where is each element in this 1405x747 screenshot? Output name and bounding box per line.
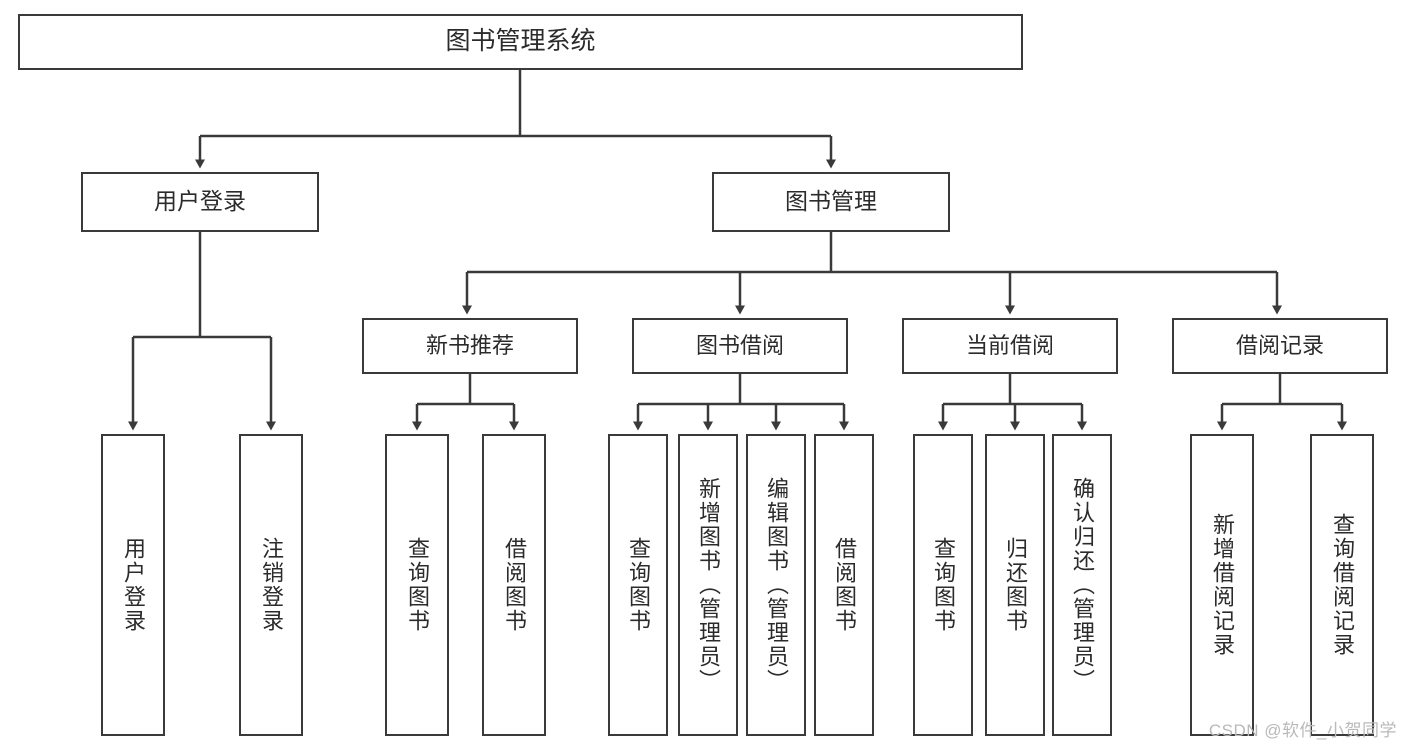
node-label: 查询图书 [626,537,651,633]
node-label: 图书管理 [785,188,877,215]
node-c1[interactable]: 查询图书 [913,434,973,736]
node-label: 新增图书（管理员） [696,477,721,693]
node-r2[interactable]: 查询借阅记录 [1310,434,1374,736]
node-label: 图书管理系统 [445,27,596,56]
node-label: 新增借阅记录 [1210,513,1235,657]
node-label: 归还图书 [1003,537,1028,633]
node-l2[interactable]: 注销登录 [239,434,303,736]
node-label: 查询图书 [405,537,430,633]
node-label: 编辑图书（管理员） [764,477,789,693]
node-label: 借阅图书 [502,537,527,633]
node-borrow[interactable]: 图书借阅 [632,318,848,374]
node-c2[interactable]: 归还图书 [985,434,1045,736]
node-label: 注销登录 [259,537,284,633]
node-label: 用户登录 [121,537,146,633]
node-n1[interactable]: 查询图书 [385,434,449,736]
node-newbook[interactable]: 新书推荐 [362,318,578,374]
node-b2[interactable]: 新增图书（管理员） [678,434,738,736]
node-b1[interactable]: 查询图书 [608,434,668,736]
node-bookmgr[interactable]: 图书管理 [712,172,950,232]
node-b4[interactable]: 借阅图书 [814,434,874,736]
node-r1[interactable]: 新增借阅记录 [1190,434,1254,736]
node-c3[interactable]: 确认归还（管理员） [1052,434,1112,736]
node-label: 图书借阅 [695,333,784,359]
node-root[interactable]: 图书管理系统 [18,14,1023,70]
watermark: CSDN @软件_小贺同学 [1208,721,1397,740]
node-label: 借阅图书 [832,537,857,633]
node-label: 查询借阅记录 [1330,513,1355,657]
node-l1[interactable]: 用户登录 [101,434,165,736]
node-b3[interactable]: 编辑图书（管理员） [746,434,806,736]
node-n2[interactable]: 借阅图书 [482,434,546,736]
node-login[interactable]: 用户登录 [81,172,319,232]
node-records[interactable]: 借阅记录 [1172,318,1388,374]
node-label: 当前借阅 [965,333,1054,359]
node-label: 借阅记录 [1235,333,1324,359]
node-label: 新书推荐 [425,333,514,359]
node-current[interactable]: 当前借阅 [902,318,1118,374]
node-label: 查询图书 [931,537,956,633]
node-label: 确认归还（管理员） [1070,477,1095,693]
node-label: 用户登录 [154,188,246,215]
